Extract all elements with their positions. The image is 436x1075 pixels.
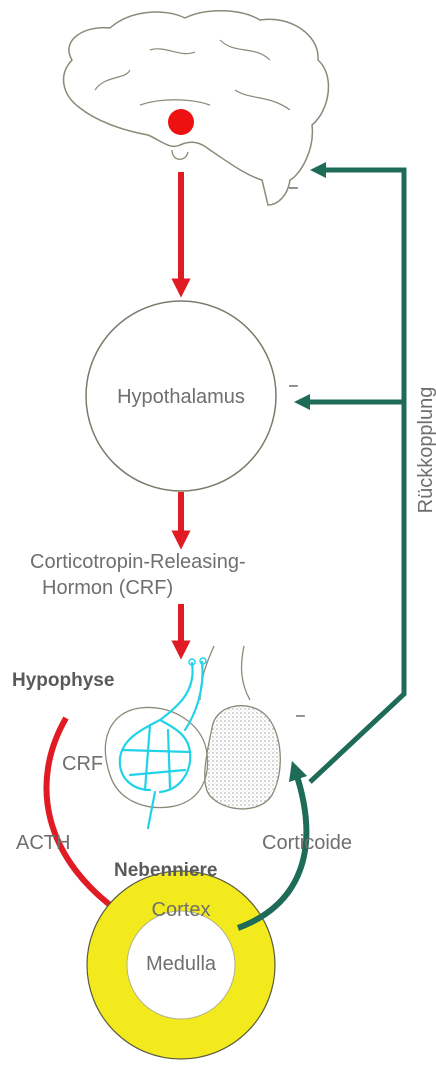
crf-label-line2: Hormon (CRF) bbox=[42, 577, 173, 599]
minus-hypophyse: – bbox=[296, 707, 305, 724]
minus-brain: – bbox=[289, 179, 298, 196]
crf-short-label: CRF bbox=[62, 753, 103, 775]
medulla-label: Medulla bbox=[146, 953, 217, 975]
minus-hypothalamus: – bbox=[289, 377, 298, 394]
brain-illustration bbox=[64, 11, 329, 205]
corticoide-label: Corticoide bbox=[262, 832, 352, 854]
acth-label: ACTH bbox=[16, 832, 70, 854]
hypothalamus-label: Hypothalamus bbox=[117, 386, 245, 408]
cortex-label: Cortex bbox=[152, 899, 211, 921]
pituitary-illustration bbox=[105, 646, 280, 828]
crf-label-line1: Corticotropin-Releasing- bbox=[30, 551, 246, 573]
hypothalamus-spot bbox=[168, 109, 194, 135]
rueckkopplung-label: Rückkopplung bbox=[415, 387, 436, 514]
nebenniere-label: Nebenniere bbox=[114, 860, 217, 881]
feedback-line-brain bbox=[310, 170, 404, 782]
hypophyse-label: Hypophyse bbox=[12, 670, 114, 691]
